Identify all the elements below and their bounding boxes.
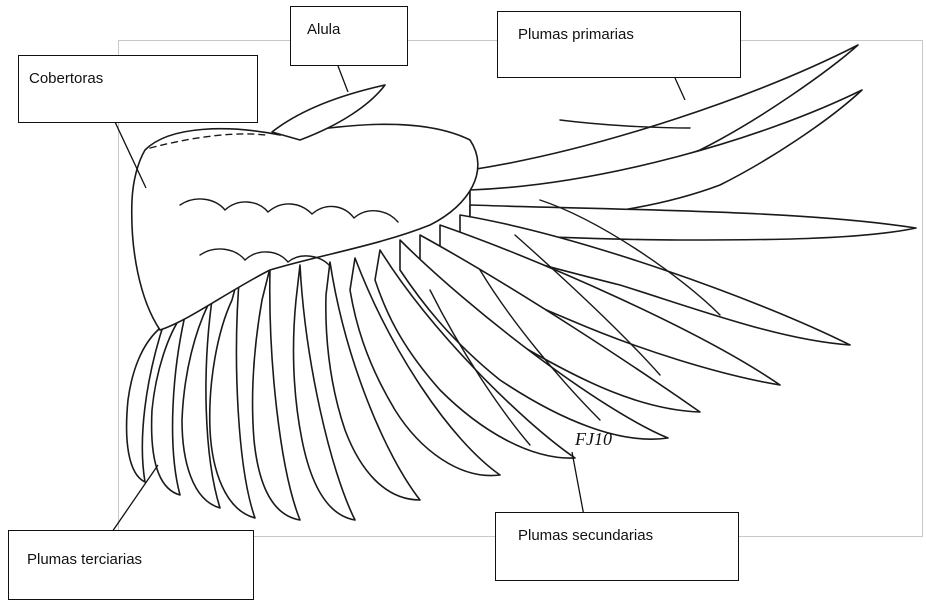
label-cobertoras-text: Cobertoras [29,70,103,87]
label-primarias-text: Plumas primarias [518,26,634,43]
artist-signature: FJ10 [574,429,612,449]
label-primarias: Plumas primarias [497,11,741,78]
leader-terciarias [112,465,158,532]
label-alula-text: Alula [307,21,340,38]
secondary-feather [253,268,300,520]
label-alula: Alula [290,6,408,66]
leader-primarias [675,78,685,100]
leader-cobertoras [115,122,146,188]
label-secundarias-text: Plumas secundarias [518,527,653,544]
label-secundarias: Plumas secundarias [495,512,739,581]
label-terciarias-text: Plumas terciarias [27,551,142,568]
leader-alula [338,66,348,92]
label-terciarias: Plumas terciarias [8,530,254,600]
label-cobertoras: Cobertoras [18,55,258,123]
tertiary-feather [210,270,255,518]
